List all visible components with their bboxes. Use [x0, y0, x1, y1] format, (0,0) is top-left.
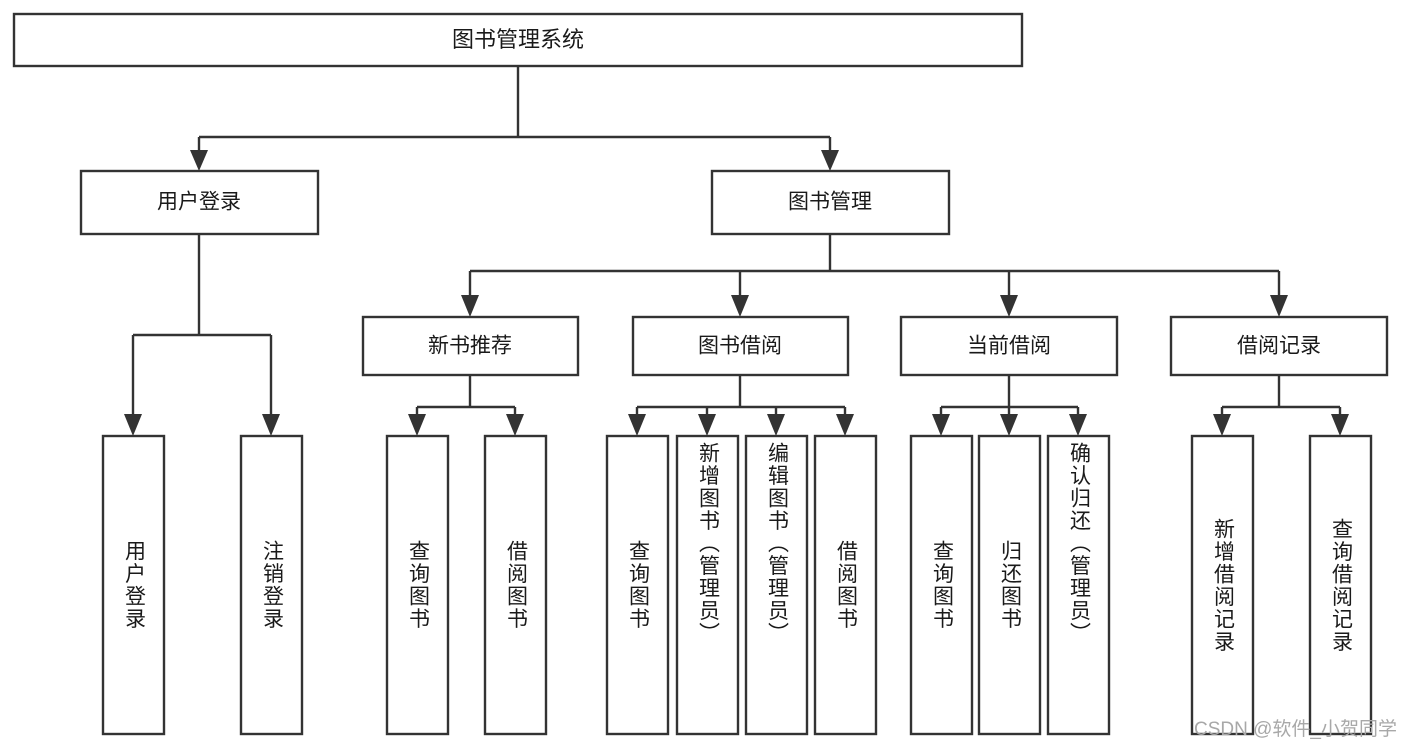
node-leaf-borrow-book-1[interactable] [483, 434, 548, 736]
arrow-head-leaf-query-book-2 [628, 414, 646, 436]
arrow-head-leaf-query-record [1331, 414, 1349, 436]
node-leaf-user-logout[interactable] [239, 434, 304, 736]
arrow-head-leaf-add-book [698, 414, 716, 436]
arrow-head-leaf-query-book-3 [932, 414, 950, 436]
node-leaf-borrow-book-2[interactable] [813, 434, 878, 736]
node-new-book-recommend[interactable]: 新书推荐 [361, 315, 580, 377]
node-leaf-query-book-1[interactable] [385, 434, 450, 736]
arrow-head-book-manage [821, 150, 839, 171]
arrow-head-leaf-user-logout [262, 414, 280, 436]
node-user-login[interactable]: 用户登录 [79, 169, 320, 236]
node-leaf-query-record[interactable] [1308, 434, 1373, 736]
node-leaf-query-book-2[interactable] [605, 434, 670, 736]
node-leaf-edit-book[interactable] [744, 434, 809, 736]
connectors-layer [124, 66, 1349, 436]
node-leaf-confirm-return[interactable] [1046, 434, 1111, 736]
arrow-head-book-borrow [731, 295, 749, 317]
arrow-head-leaf-return-book [1000, 414, 1018, 436]
node-root[interactable]: 图书管理系统 [12, 12, 1024, 68]
node-book-borrow-label: 图书借阅 [698, 335, 782, 358]
arrow-head-leaf-query-book-1 [408, 414, 426, 436]
arrow-head-user-login [190, 150, 208, 171]
nodes-layer: 图书管理系统 用户登录 图书管理 新书推荐 图书借阅 当前 [12, 12, 1389, 736]
arrow-head-new-book-recommend [461, 295, 479, 317]
node-leaf-user-login[interactable] [101, 434, 166, 736]
arrow-head-leaf-borrow-book-2 [836, 414, 854, 436]
node-new-book-recommend-label: 新书推荐 [428, 335, 512, 358]
arrow-head-leaf-add-record [1213, 414, 1231, 436]
node-leaf-add-record[interactable] [1190, 434, 1255, 736]
node-current-borrow[interactable]: 当前借阅 [899, 315, 1119, 377]
node-current-borrow-label: 当前借阅 [967, 335, 1051, 358]
node-book-manage[interactable]: 图书管理 [710, 169, 951, 236]
node-leaf-query-book-3[interactable] [909, 434, 974, 736]
node-borrow-record-label: 借阅记录 [1237, 335, 1321, 358]
arrow-head-leaf-borrow-book-1 [506, 414, 524, 436]
node-borrow-record[interactable]: 借阅记录 [1169, 315, 1389, 377]
node-book-borrow[interactable]: 图书借阅 [631, 315, 850, 377]
node-book-manage-label: 图书管理 [788, 191, 872, 214]
node-leaf-return-book[interactable] [977, 434, 1042, 736]
arrow-head-leaf-edit-book [767, 414, 785, 436]
node-leaf-add-book[interactable] [675, 434, 740, 736]
arrow-head-leaf-confirm-return [1069, 414, 1087, 436]
arrow-head-current-borrow [1000, 295, 1018, 317]
node-root-label: 图书管理系统 [452, 27, 584, 52]
arrow-head-borrow-record [1270, 295, 1288, 317]
arrow-head-leaf-user-login [124, 414, 142, 436]
node-user-login-label: 用户登录 [157, 191, 241, 214]
